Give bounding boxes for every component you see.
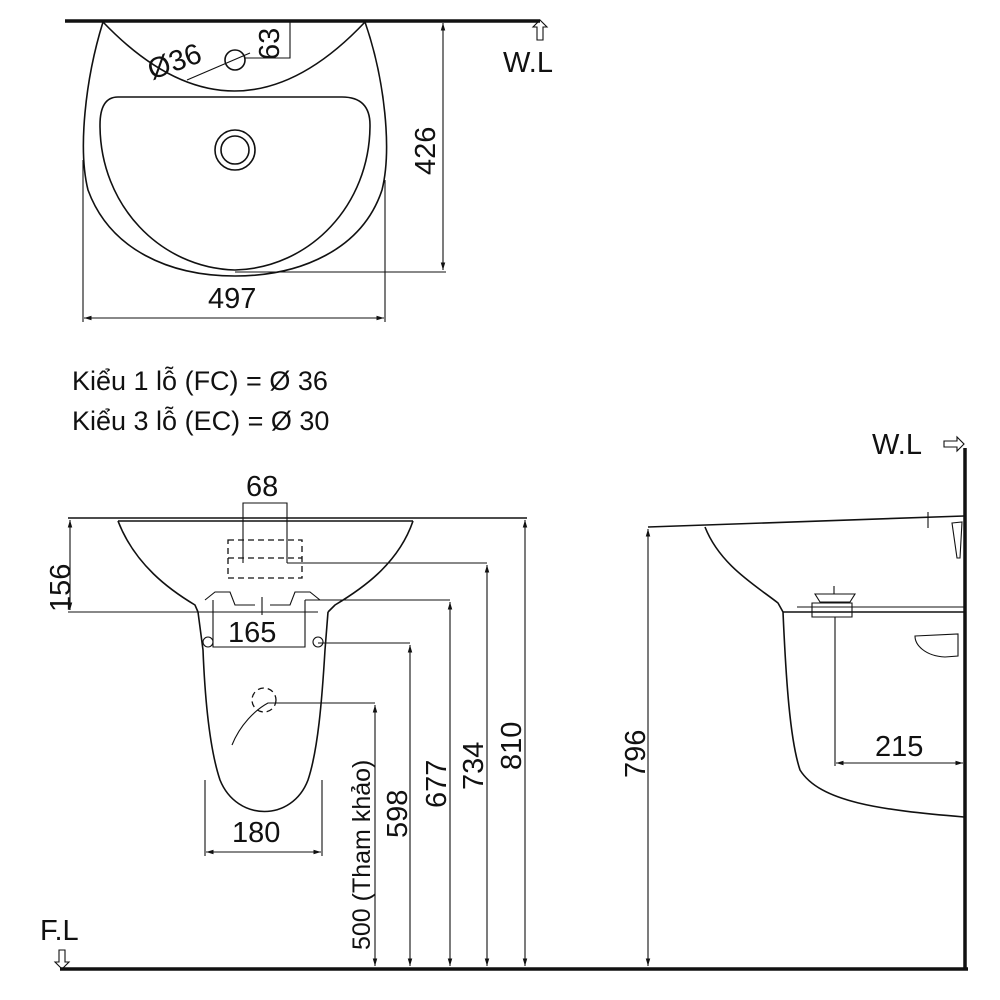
wall-label: W.L: [503, 47, 553, 79]
bowl-left: [117, 520, 199, 613]
bowl-outline: [99, 96, 371, 271]
note-three-hole: Kiểu 3 lỗ (EC) = Ø 30: [72, 405, 329, 436]
pedestal-width-label: 180: [232, 817, 280, 849]
bracket: [204, 591, 321, 606]
faucet-hole: [224, 49, 246, 71]
top-view: W.L Ø36 63 426 497: [65, 19, 553, 322]
wall-arrow-icon: [531, 19, 549, 41]
drain-inner: [220, 135, 250, 165]
drain-fitting: [811, 586, 856, 618]
basin-depth-label: 156: [45, 564, 77, 612]
bracket-height-label: 677: [421, 760, 453, 808]
side-rim-height-label: 796: [620, 730, 652, 778]
drain-outer: [214, 129, 256, 171]
faucet-offset-label: 63: [254, 28, 286, 60]
leader-line: [186, 52, 251, 81]
floor-arrow-icon: [53, 949, 71, 970]
side-view: W.L 796 215: [620, 429, 967, 970]
rim-height-label: 810: [496, 722, 528, 770]
faucet-hole-label: Ø36: [143, 38, 205, 87]
side-basin-outline: [704, 526, 965, 818]
side-wall-arrow-icon: [943, 435, 965, 453]
drain-height-label: 500 (Tham khảo): [348, 760, 376, 950]
width-label: 497: [208, 283, 256, 315]
side-wall-label: W.L: [872, 429, 922, 461]
wall-bracket: [951, 521, 963, 559]
front-view: 156 165 68 180 500 (Tham khảo) 598 677 7…: [40, 471, 528, 970]
trap-line: [231, 702, 375, 746]
pedestal: [197, 611, 329, 813]
deck-arc: [102, 21, 366, 92]
bolt: [312, 636, 324, 648]
floor-label: F.L: [40, 915, 79, 947]
bolt-height-label: 598: [382, 790, 414, 838]
drain-offset-label: 215: [875, 731, 923, 763]
overflow-hole: [914, 633, 959, 658]
faucet-block: [227, 539, 303, 579]
faucet-spacing-label: 68: [246, 471, 278, 503]
basin-outline: [82, 21, 388, 277]
trap-hidden: [251, 687, 277, 713]
offset-bracket: [245, 22, 291, 59]
side-rim: [647, 515, 965, 528]
faucet-spacing-dimension: [242, 502, 288, 563]
note-one-hole: Kiểu 1 lỗ (FC) = Ø 36: [72, 365, 328, 396]
depth-label: 426: [410, 127, 442, 175]
bracket-spacing-label: 165: [228, 617, 276, 649]
bowl-right: [327, 520, 414, 613]
bracket-spacing-dimension: [212, 600, 306, 648]
bolt: [202, 636, 214, 648]
tap-height-label: 734: [458, 742, 490, 790]
